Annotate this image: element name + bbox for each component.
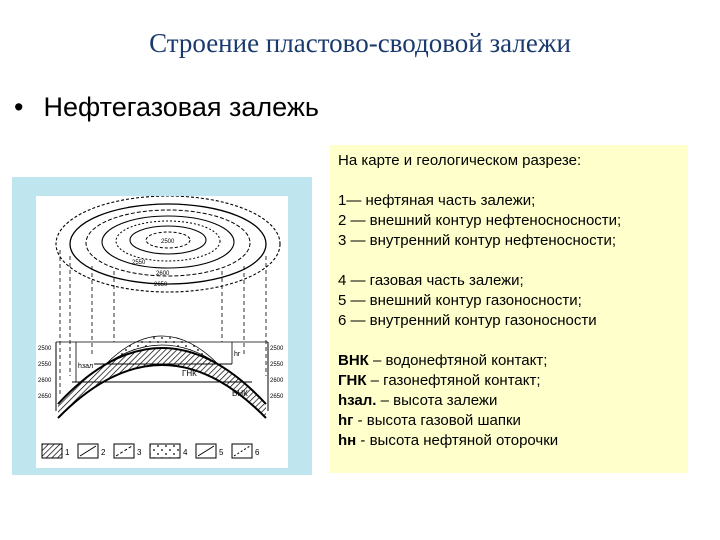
legend-contact-item: ВНК – водонефтяной контакт;	[338, 351, 680, 371]
formation-base	[57, 364, 267, 419]
legend-number: 4	[183, 448, 188, 457]
legend-contact-item: ГНК – газонефтяной контакт;	[338, 371, 680, 391]
depth-label: 2650	[38, 394, 52, 400]
right-depth-scale: 2500 2550 2600 2650	[267, 342, 284, 411]
h-zal-label: hзал	[78, 363, 93, 370]
contact-term: ВНК	[338, 352, 369, 369]
height-desc: - высота газовой шапки	[353, 412, 521, 429]
depth-label: 2500	[270, 346, 284, 352]
legend-number: 1	[65, 448, 70, 457]
depth-label: 2600	[38, 378, 52, 384]
legend-oil-item: 1— нефтяная часть залежи;	[338, 192, 536, 209]
map-contour	[69, 203, 267, 285]
map-contour-outer	[55, 195, 281, 293]
legend-heading: На карте и геологическом разрезе:	[338, 152, 582, 169]
legend-height-item: hг - высота газовой шапки	[338, 411, 680, 431]
slide-title: Строение пластово-сводовой залежи	[149, 28, 571, 58]
diagram-canvas: 2500 2550 2600 2650 2500 2550 2600 2650 …	[36, 195, 288, 468]
depth-label: 2650	[270, 394, 284, 400]
projection-lines	[59, 250, 267, 396]
depth-label: 2550	[270, 362, 284, 368]
gnk-label: ГНК	[182, 369, 197, 378]
map-contour-label: 2500	[161, 239, 175, 245]
map-contour	[115, 220, 221, 262]
formation-top	[57, 347, 267, 405]
height-desc: – высота залежи	[376, 392, 498, 409]
height-term: hг	[338, 412, 354, 429]
legend-gas-item: 6 — внутренний контур газоносности	[338, 312, 597, 329]
height-term: hн	[338, 432, 357, 449]
contact-desc: – водонефтяной контакт;	[368, 352, 548, 369]
height-term: hзал.	[338, 392, 377, 409]
legend-gas-item: 5 — внешний контур газоносности;	[338, 292, 582, 309]
structure-map: 2500 2550 2600 2650	[55, 195, 281, 293]
legend-number: 2	[101, 448, 106, 457]
legend-swatch-oil	[41, 443, 63, 459]
legend-height-item: hзал. – высота залежи	[338, 391, 680, 411]
cross-section: hзал hг ГНК ВНК	[56, 335, 268, 419]
map-contour-label: 2600	[156, 271, 170, 277]
contact-term: ГНК	[338, 372, 367, 389]
legend-oil-item: 3 — внутренний контур нефтеносности;	[338, 232, 617, 249]
geology-diagram: 2500 2550 2600 2650 2500 2550 2600 2650 …	[38, 195, 284, 459]
legend-oil-item: 2 — внешний контур нефтеносносности;	[338, 212, 622, 229]
legend-height-item: hн - высота нефтяной оторочки	[338, 431, 680, 451]
left-depth-scale: 2500 2550 2600 2650	[38, 342, 57, 411]
depth-label: 2600	[270, 378, 284, 384]
vnk-label: ВНК	[232, 389, 248, 398]
map-contour	[129, 225, 207, 255]
diagram-legend-strip: 1 2 3 4 5 6	[41, 443, 260, 459]
map-contour-inner	[145, 231, 191, 249]
depth-label: 2550	[38, 362, 52, 368]
legend-number: 6	[255, 448, 260, 457]
legend-gas-item: 4 — газовая часть залежи;	[338, 272, 524, 289]
legend-swatch-gas	[149, 443, 181, 459]
depth-label: 2500	[38, 346, 52, 352]
bullet-item: • Нефтегазовая залежь	[14, 92, 319, 123]
map-contour	[85, 209, 251, 277]
height-desc: - высота нефтяной оторочки	[356, 432, 559, 449]
bullet-dot-icon: •	[14, 92, 24, 122]
legend-number: 5	[219, 448, 224, 457]
legend-number: 3	[137, 448, 142, 457]
map-contour-label: 2550	[132, 260, 146, 266]
map-contour	[101, 215, 235, 269]
h-g-label: hг	[234, 351, 241, 358]
bullet-text: Нефтегазовая залежь	[43, 92, 319, 122]
contact-desc: – газонефтяной контакт;	[366, 372, 541, 389]
legend-panel: На карте и геологическом разрезе: 1— неф…	[330, 145, 688, 473]
reservoir-oil-band	[58, 348, 266, 418]
map-contour-label: 2650	[154, 282, 168, 288]
